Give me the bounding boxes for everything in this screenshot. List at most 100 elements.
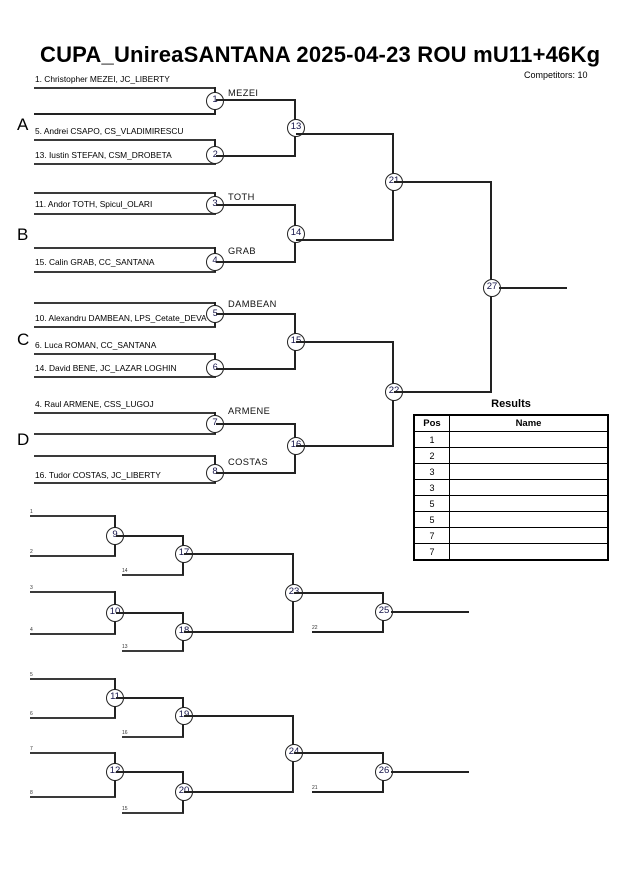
- bracket-line: [34, 271, 216, 274]
- bracket-line: [184, 715, 294, 717]
- winner-label: GRAB: [228, 246, 256, 256]
- table-row[interactable]: 1: [413, 431, 609, 448]
- bracket-line: [216, 261, 296, 263]
- bracket-line: [122, 736, 184, 739]
- bracket-line: [116, 612, 184, 614]
- competitors-count: Competitors: 10: [524, 70, 588, 80]
- result-name: [449, 543, 609, 561]
- feed-ref: 6: [30, 711, 33, 717]
- bracket-line: [394, 181, 492, 183]
- result-name: [449, 447, 609, 464]
- bracket-line: [30, 796, 116, 799]
- result-pos: 5: [413, 495, 450, 512]
- group-label-a: A: [17, 115, 29, 134]
- bracket-line: [296, 133, 394, 135]
- bracket-line: [296, 341, 394, 343]
- group-label-b: B: [17, 225, 29, 244]
- table-row[interactable]: 2: [413, 447, 609, 464]
- bracket-line: [34, 433, 216, 436]
- bracket-line: [30, 591, 116, 594]
- bracket-line: [30, 752, 116, 755]
- bracket-line: [30, 555, 116, 558]
- result-pos: 7: [413, 543, 450, 561]
- entrant-label: 13. Iustin STEFAN, CSM_DROBETA: [35, 150, 172, 160]
- bracket-line: [184, 791, 294, 793]
- bracket-line: [216, 472, 296, 474]
- result-pos: 7: [413, 527, 450, 544]
- winner-label: DAMBEAN: [228, 299, 277, 309]
- feed-ref: 2: [30, 549, 33, 555]
- bracket-line: [34, 412, 216, 415]
- repechage-winner-line: [391, 611, 469, 613]
- result-pos: 2: [413, 447, 450, 464]
- feed-ref: 13: [122, 644, 128, 650]
- feed-ref: 8: [30, 790, 33, 796]
- bracket-line: [34, 139, 216, 142]
- bracket-line: [294, 592, 384, 594]
- result-pos: 1: [413, 431, 450, 448]
- bracket-line: [296, 239, 394, 241]
- feed-ref: 22: [312, 625, 318, 631]
- bracket-line: [34, 87, 216, 90]
- feed-ref: 5: [30, 672, 33, 678]
- bracket-line: [34, 213, 216, 216]
- results-header-row: Pos Name: [413, 414, 609, 432]
- table-row[interactable]: 5: [413, 511, 609, 528]
- feed-ref: 1: [30, 509, 33, 515]
- entrant-label: 6. Luca ROMAN, CC_SANTANA: [35, 340, 157, 350]
- result-name: [449, 463, 609, 480]
- bracket-line: [34, 376, 216, 379]
- entrant-label: 4. Raul ARMENE, CSS_LUGOJ: [35, 399, 154, 409]
- match-node-2[interactable]: 2: [206, 146, 224, 164]
- bracket-line: [34, 163, 216, 166]
- bracket-line: [34, 247, 216, 250]
- feed-ref: 21: [312, 785, 318, 791]
- match-node-1[interactable]: 1: [206, 92, 224, 110]
- table-row[interactable]: 7: [413, 527, 609, 544]
- result-pos: 5: [413, 511, 450, 528]
- entrant-label: 16. Tudor COSTAS, JC_LIBERTY: [35, 470, 161, 480]
- feed-ref: 15: [122, 806, 128, 812]
- feed-ref: 4: [30, 627, 33, 633]
- table-row[interactable]: 3: [413, 463, 609, 480]
- entrant-label: 10. Alexandru DAMBEAN, LPS_Cetate_DEVA: [35, 313, 207, 323]
- result-name: [449, 527, 609, 544]
- bracket-line: [30, 633, 116, 636]
- result-name: [449, 479, 609, 496]
- table-row[interactable]: 3: [413, 479, 609, 496]
- table-row[interactable]: 7: [413, 543, 609, 561]
- bracket-line: [184, 553, 294, 555]
- result-name: [449, 511, 609, 528]
- match-node-14[interactable]: 14: [287, 225, 305, 243]
- entrant-label: 14. David BENE, JC_LAZAR LOGHIN: [35, 363, 177, 373]
- bracket-line: [122, 812, 184, 815]
- bracket-line: [30, 678, 116, 681]
- page-title: CUPA_UnireaSANTANA 2025-04-23 ROU mU11+4…: [40, 42, 601, 67]
- results-panel: Results Pos Name 1 2 3 3 5 5 7 7: [413, 398, 609, 561]
- bracket-line: [34, 353, 216, 356]
- bracket-line: [216, 99, 296, 101]
- entrant-label: 15. Calin GRAB, CC_SANTANA: [35, 257, 155, 267]
- results-col-pos: Pos: [413, 414, 450, 432]
- bracket-line: [116, 771, 184, 773]
- bracket-line: [216, 368, 296, 370]
- bracket-line: [30, 515, 116, 518]
- result-pos: 3: [413, 463, 450, 480]
- table-row[interactable]: 5: [413, 495, 609, 512]
- group-label-c: C: [17, 330, 30, 349]
- bracket-line: [216, 204, 296, 206]
- bracket-line: [122, 650, 184, 653]
- bracket-line: [394, 391, 492, 393]
- bracket-line: [184, 631, 294, 633]
- match-node-13[interactable]: 13: [287, 119, 305, 137]
- entrant-label: 1. Christopher MEZEI, JC_LIBERTY: [35, 74, 170, 84]
- feed-ref: 16: [122, 730, 128, 736]
- final-winner-line: [499, 287, 567, 289]
- bracket-line: [34, 302, 216, 305]
- group-label-d: D: [17, 430, 30, 449]
- repechage-winner-line: [391, 771, 469, 773]
- bracket-line: [312, 631, 384, 633]
- bracket-line: [216, 423, 296, 425]
- bracket-line: [216, 155, 296, 157]
- feed-ref: 7: [30, 746, 33, 752]
